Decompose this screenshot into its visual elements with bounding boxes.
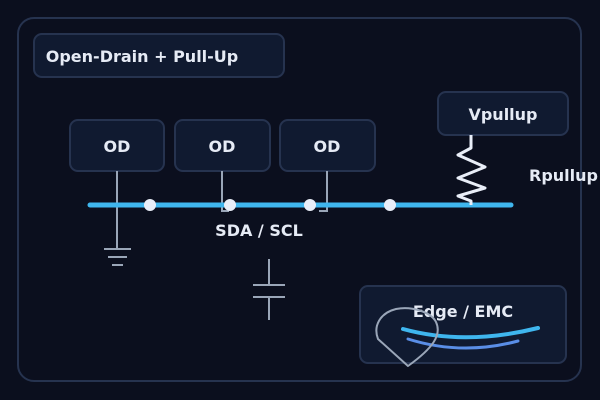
title-box: Open-Drain + Pull-Up bbox=[33, 33, 285, 78]
driver-label: OD bbox=[314, 137, 341, 156]
emc-wave-icon bbox=[406, 337, 520, 350]
driver-label: OD bbox=[104, 137, 131, 156]
edge-emc-panel: Edge / EMC bbox=[359, 285, 567, 367]
edge-emc-label: Edge / EMC bbox=[413, 302, 513, 321]
vpullup-label: Vpullup bbox=[468, 105, 537, 124]
diagram-title: Open-Drain + Pull-Up bbox=[46, 47, 239, 66]
driver-wire bbox=[319, 171, 328, 212]
bus-node bbox=[224, 199, 236, 211]
resistor-icon bbox=[456, 135, 487, 205]
vpullup-box: Vpullup bbox=[437, 91, 569, 136]
driver-od-2: OD bbox=[174, 119, 271, 172]
emc-wave-icon bbox=[401, 326, 540, 340]
driver-od-3: OD bbox=[279, 119, 376, 172]
driver-wire bbox=[221, 171, 229, 212]
bus-label: SDA / SCL bbox=[215, 221, 303, 240]
bus-node bbox=[384, 199, 396, 211]
bus-node bbox=[304, 199, 316, 211]
driver-od-1: OD bbox=[69, 119, 165, 172]
bus-node bbox=[144, 199, 156, 211]
driver-label: OD bbox=[209, 137, 236, 156]
ground-icon bbox=[104, 205, 131, 266]
rpullup-label: Rpullup bbox=[529, 166, 598, 185]
capacitor-icon bbox=[253, 259, 285, 320]
shield-icon bbox=[375, 307, 439, 367]
